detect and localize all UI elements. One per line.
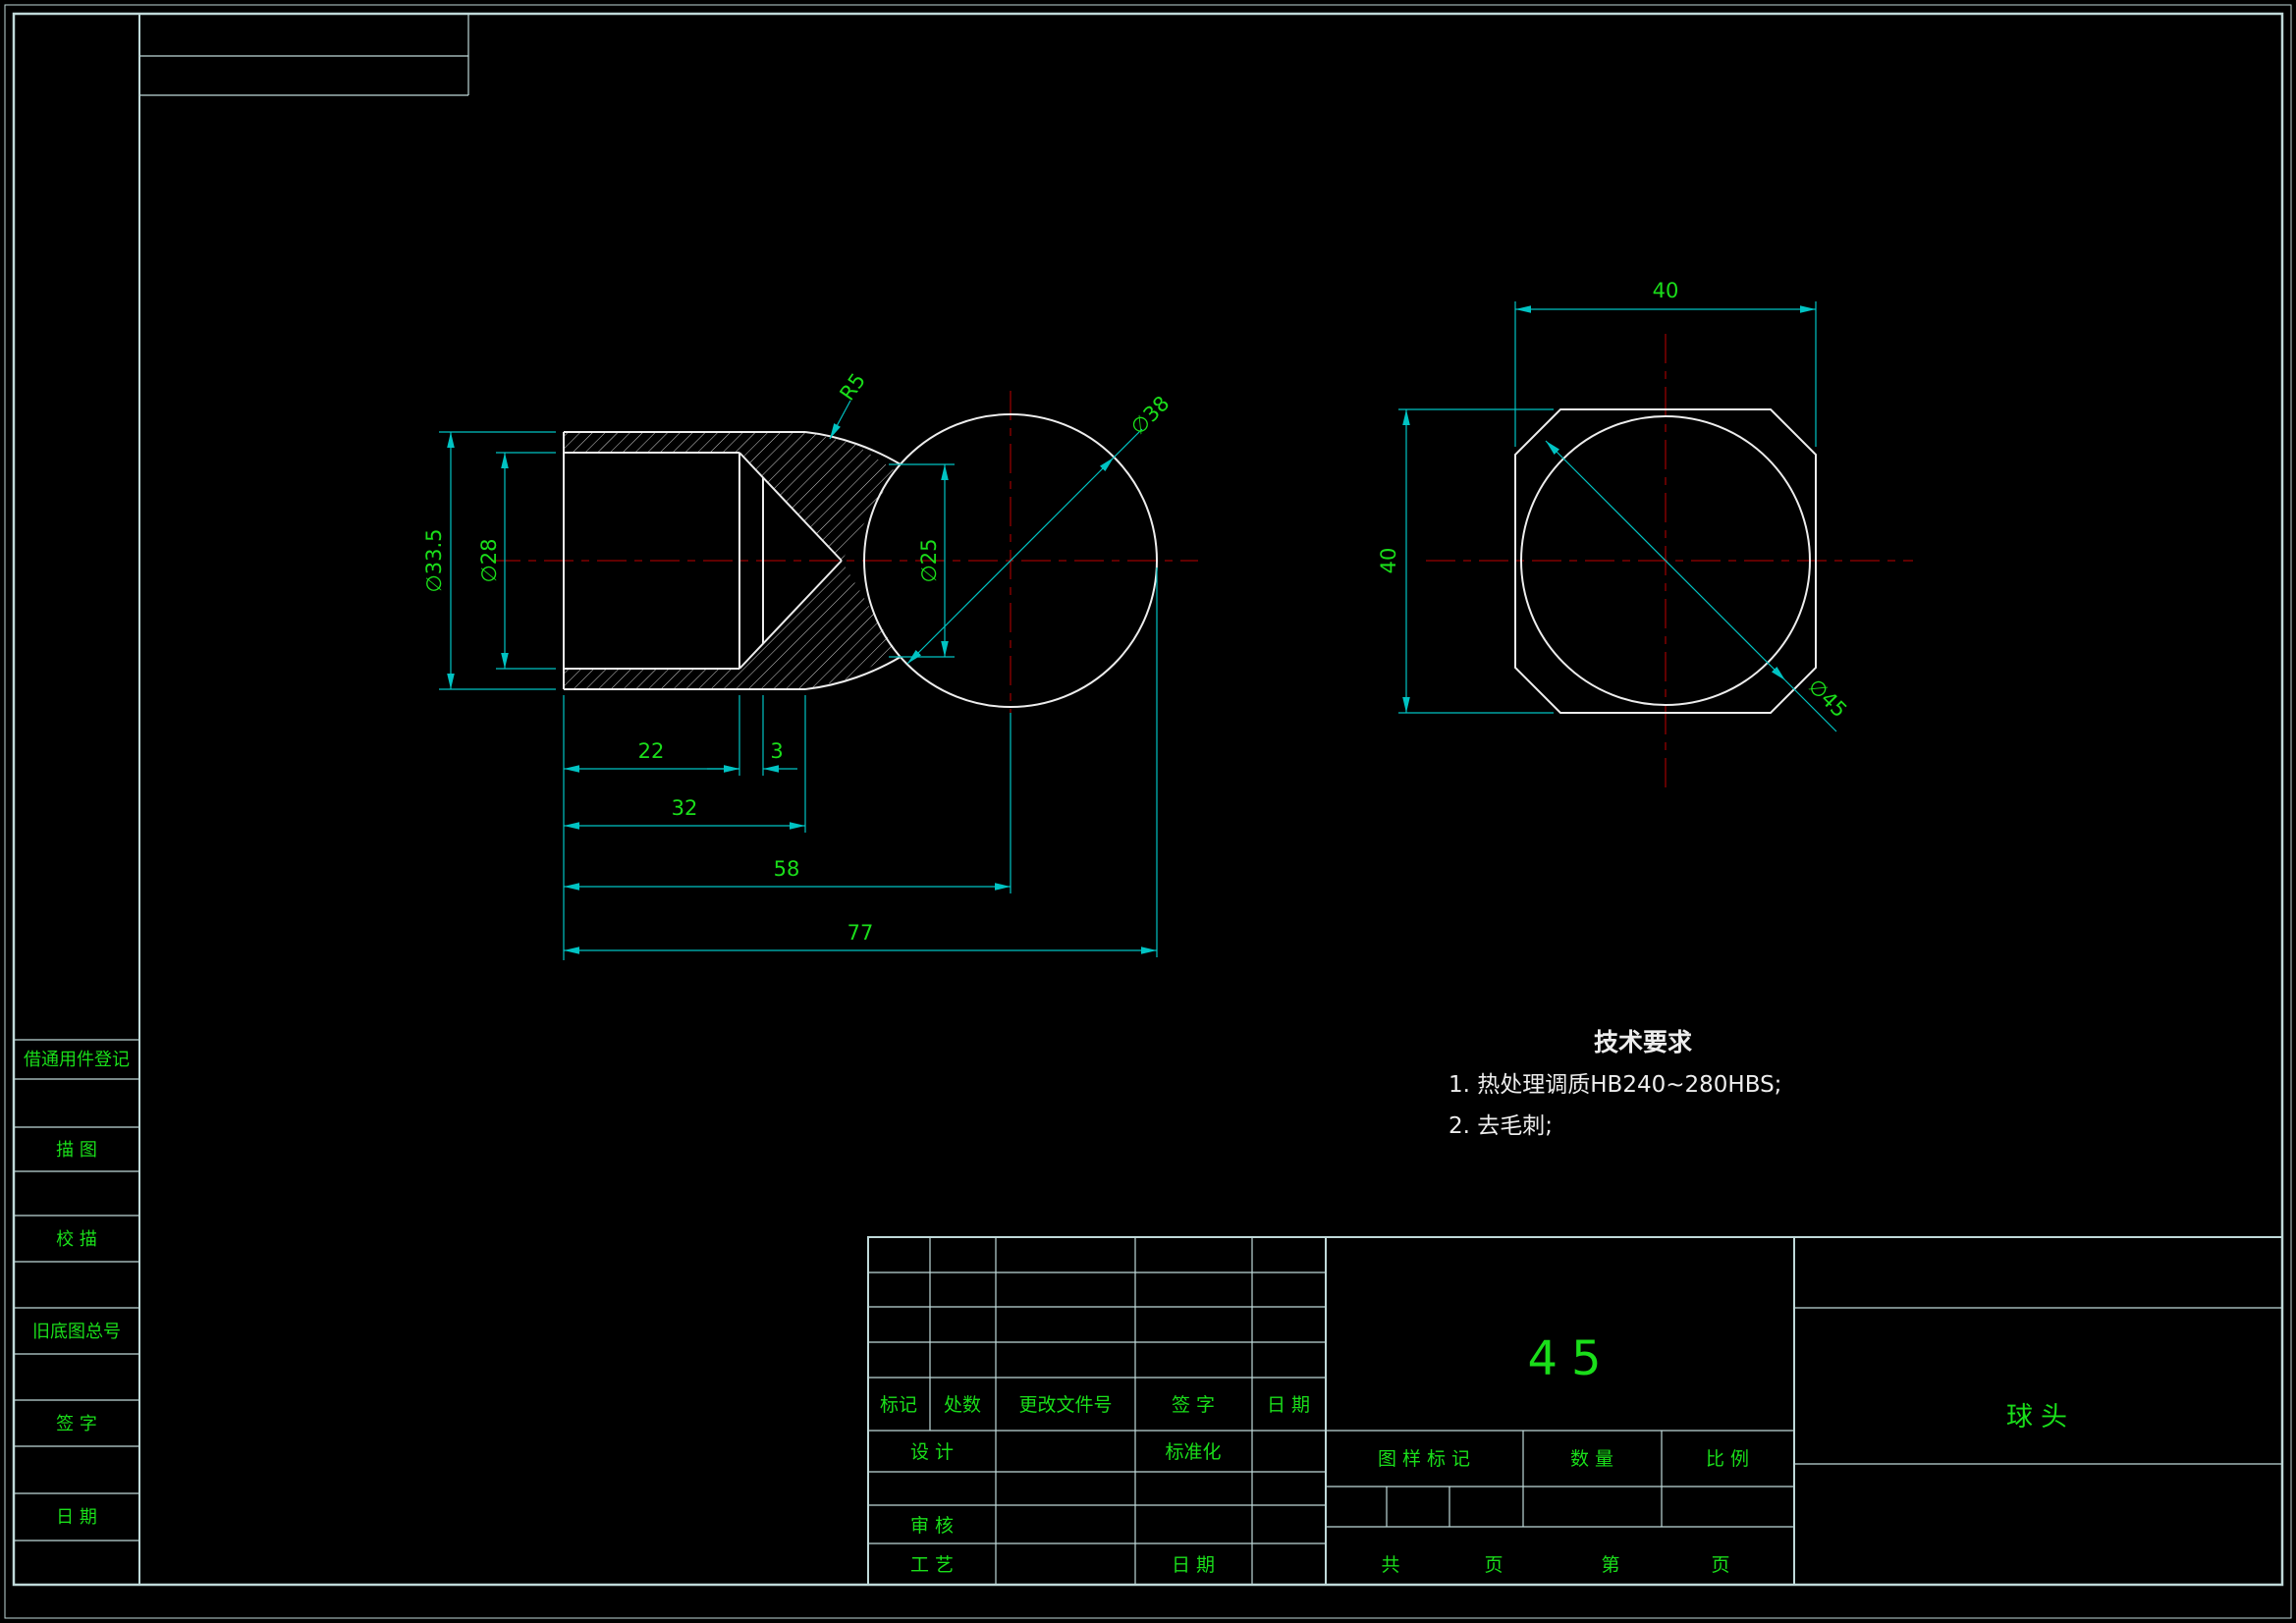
titleblock-row-audit: 审 核 [910, 1515, 954, 1537]
dim-line-d38 [906, 457, 1115, 665]
titleblock-cell-scale: 比 例 [1706, 1448, 1749, 1470]
title-block-grid [867, 1236, 2283, 1586]
titleblock-cell-qty: 数 量 [1570, 1448, 1613, 1470]
label-trace-drawing: 描 图 [56, 1140, 97, 1161]
left-panel-grid [14, 1039, 139, 1542]
dim-text-32: 32 [672, 796, 698, 820]
hatch-region-top [564, 432, 896, 561]
front-view-hatching [564, 432, 896, 689]
dim-text-3: 3 [770, 739, 783, 763]
side-view-centerlines [1426, 334, 1913, 791]
dim-text-58: 58 [774, 857, 800, 881]
outline-neck-top [804, 431, 902, 465]
hatch-region-bottom [564, 561, 896, 689]
titleblock-col-date: 日 期 [1267, 1394, 1310, 1416]
title-block-outline [867, 1236, 2283, 1586]
label-old-drawing-no: 旧底图总号 [32, 1322, 121, 1342]
dim-text-width-40: 40 [1653, 279, 1679, 302]
material-label: 45 [1527, 1331, 1614, 1386]
label-borrow-register: 借通用件登记 [24, 1050, 130, 1070]
dim-line-d38-ext [1113, 428, 1143, 459]
dim-text-r5: R5 [835, 369, 870, 406]
titleblock-row-date: 日 期 [1172, 1554, 1215, 1576]
titleblock-col-mark: 标记 [880, 1394, 917, 1416]
outline-cylinder [564, 431, 805, 690]
front-view: ∅33.5 ∅28 ∅25 ∅38 R5 22 3 32 58 77 [422, 369, 1198, 960]
titleblock-cell-mark: 图 样 标 记 [1378, 1448, 1470, 1470]
outline-bore-cone [738, 452, 843, 670]
titleblock-col-sign: 签 字 [1172, 1394, 1215, 1416]
title-block: 标记 处数 更改文件号 签 字 日 期 设 计 标准化 审 核 工 艺 日 期 … [867, 1236, 2283, 1586]
page-frame [4, 4, 2292, 1619]
tech-req-title: 技术要求 [1594, 1028, 1692, 1056]
titleblock-cell-page2: 页 [1711, 1554, 1729, 1576]
outline-ball-circle [1520, 415, 1811, 706]
tech-requirements: 技术要求 1. 热处理调质HB240~280HBS; 2. 去毛刺; [1449, 1028, 1781, 1139]
titleblock-row-design: 设 计 [910, 1441, 954, 1463]
titleblock-cell-page: 页 [1484, 1554, 1503, 1576]
titleblock-row-process: 工 艺 [910, 1554, 954, 1576]
label-date: 日 期 [56, 1507, 97, 1528]
titleblock-row-standard: 标准化 [1165, 1441, 1221, 1463]
dim-text-22: 22 [638, 739, 665, 763]
part-outline [563, 413, 1158, 708]
tech-req-item-1: 1. 热处理调质HB240~280HBS; [1449, 1072, 1781, 1098]
dim-text-d28: ∅28 [477, 538, 501, 582]
front-view-dimension-lines [439, 400, 1158, 960]
label-check-trace: 校 描 [56, 1229, 97, 1250]
part-name-label: 球头 [2006, 1402, 2075, 1433]
leader-r5 [829, 400, 851, 440]
titleblock-cell-no: 第 [1601, 1554, 1619, 1576]
titleblock-cell-total: 共 [1381, 1554, 1399, 1576]
dim-text-d38: ∅38 [1126, 392, 1175, 440]
dim-text-d45: ∅45 [1804, 675, 1852, 723]
side-view-outline [1514, 408, 1817, 714]
outline-neck-bottom [804, 656, 902, 690]
extension-lines [1398, 301, 1817, 714]
side-view: 40 40 ∅45 [1377, 279, 1913, 791]
left-panel: 借通用件登记 描 图 校 描 旧底图总号 签 字 日 期 [14, 1039, 139, 1542]
tech-req-item-2: 2. 去毛刺; [1449, 1113, 1553, 1139]
dim-line-d45 [1545, 440, 1786, 681]
inner-frame [12, 12, 2284, 1587]
dim-text-77: 77 [847, 921, 874, 945]
outline-ball [863, 413, 1158, 708]
side-view-dimension-lines [1398, 301, 1837, 732]
dim-line-d45-ext [1784, 679, 1837, 732]
outer-border [4, 4, 2292, 1619]
outline-chamfered-square [1514, 408, 1817, 714]
dim-text-d33-5: ∅33.5 [422, 528, 446, 592]
titleblock-col-file-no: 更改文件号 [1018, 1394, 1112, 1416]
dim-text-d25: ∅25 [917, 538, 941, 582]
dim-text-height-40: 40 [1377, 548, 1400, 574]
label-signature: 签 字 [56, 1414, 97, 1434]
titleblock-col-count: 处数 [944, 1394, 981, 1416]
outline-bore [564, 452, 740, 670]
